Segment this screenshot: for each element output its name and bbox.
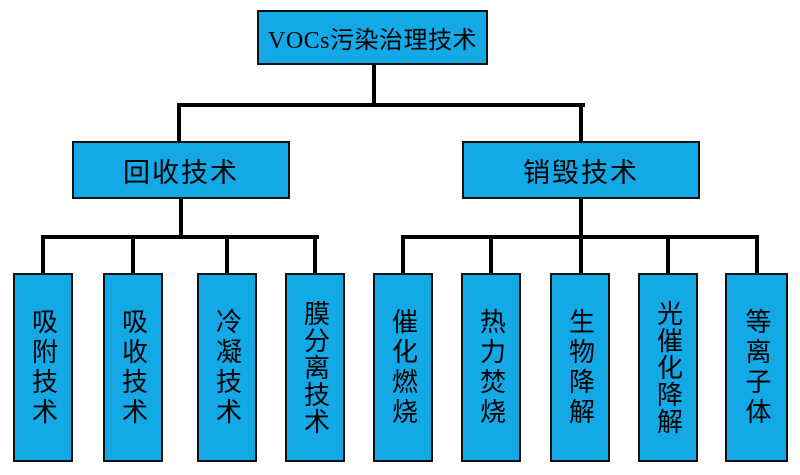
connector-root-stem — [372, 63, 376, 107]
connector-recovery-in — [177, 103, 181, 143]
connector-drop-photocatalytic — [666, 235, 670, 275]
connector-drop-bio — [579, 235, 583, 275]
node-plasma: 等离子体 — [725, 273, 788, 462]
connector-drop-absorption — [131, 235, 135, 275]
node-root-vocs-treatment: VOCs污染治理技术 — [257, 10, 488, 65]
connector-recovery-out — [179, 197, 183, 239]
node-destruction-technology: 销毁技术 — [462, 141, 700, 199]
connector-drop-membrane — [313, 235, 317, 275]
node-thermal-incineration: 热力焚烧 — [461, 273, 521, 462]
connector-destruction-out — [579, 197, 583, 239]
node-recovery-technology: 回收技术 — [72, 141, 290, 199]
connector-destruction-in — [579, 103, 583, 143]
node-condensation: 冷凝技术 — [197, 273, 257, 462]
node-absorption: 吸收技术 — [103, 273, 163, 462]
connector-top-bus — [177, 103, 585, 107]
node-catalytic-combustion: 催化燃烧 — [373, 273, 433, 462]
connector-drop-thermal — [489, 235, 493, 275]
connector-recovery-bus — [41, 235, 319, 239]
node-photocatalytic-degradation: 光催化降解 — [638, 273, 698, 462]
connector-drop-condensation — [225, 235, 229, 275]
connector-drop-plasma — [755, 235, 759, 275]
connector-drop-adsorption — [41, 235, 45, 275]
node-adsorption: 吸附技术 — [13, 273, 73, 462]
node-membrane-separation: 膜分离技术 — [285, 273, 345, 462]
node-biodegradation: 生物降解 — [550, 273, 610, 462]
connector-drop-catalytic — [401, 235, 405, 275]
